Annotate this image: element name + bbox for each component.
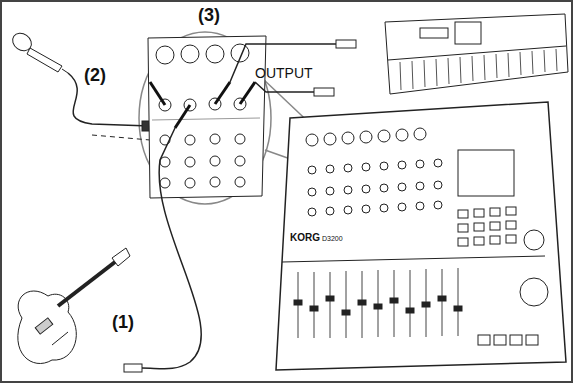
guitar-cable: [142, 128, 201, 369]
keyboard-synth: [385, 14, 568, 94]
model-label: D3200: [322, 235, 343, 242]
output-cable: [230, 44, 336, 82]
callout-number: (2): [84, 66, 106, 84]
callout-number: (1): [112, 313, 134, 331]
jack-plug: [124, 364, 142, 372]
microphone: [9, 30, 68, 73]
brand-label: KORG: [290, 233, 320, 243]
mic-cable: [68, 73, 150, 126]
callout-number: (3): [198, 6, 220, 24]
patch-cables: [150, 82, 255, 128]
mixer: [148, 36, 266, 198]
jack-plug: [336, 40, 356, 48]
output-cable: [255, 82, 314, 92]
mic-cable-alt: [92, 135, 150, 140]
jack-label: OUTPUT: [255, 66, 313, 80]
jack-plug: [314, 88, 334, 96]
recorder: [276, 102, 566, 370]
guitar: [18, 248, 130, 364]
